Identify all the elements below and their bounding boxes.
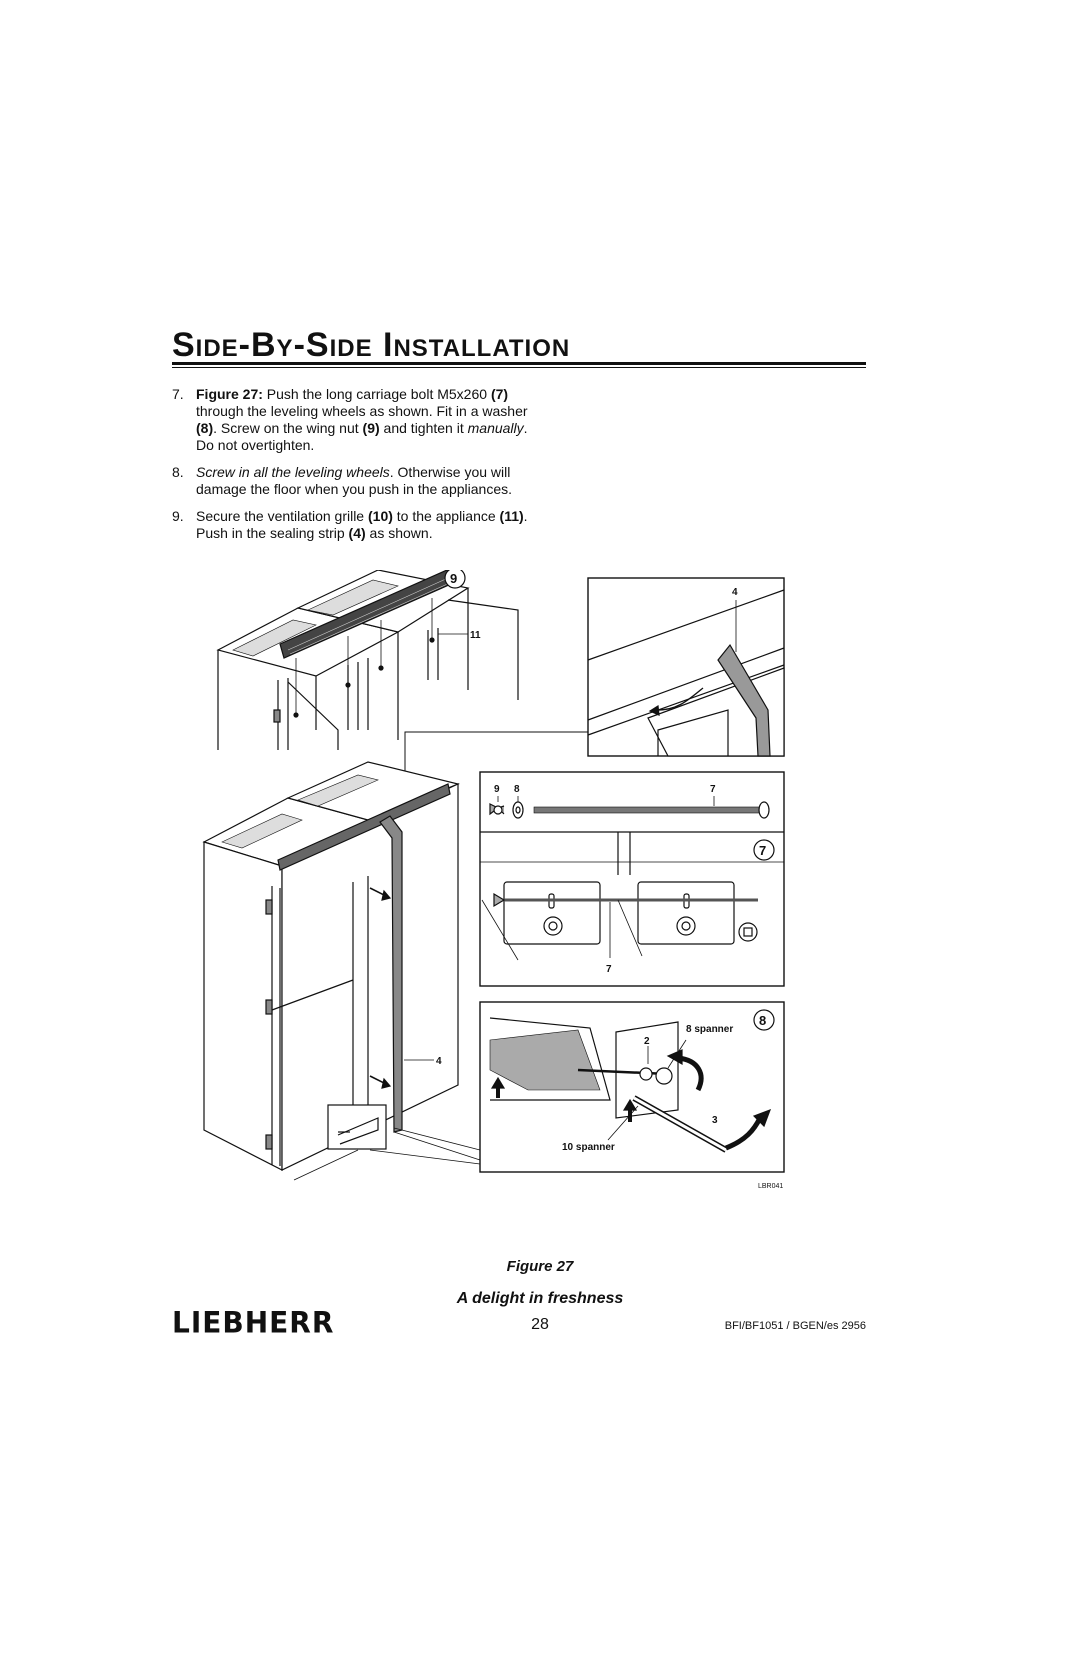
title-rule-thin xyxy=(172,367,866,368)
part-reference: (11) xyxy=(499,508,524,524)
instruction-list: 7. Figure 27: Push the long carriage bol… xyxy=(172,386,532,552)
callout-7-parts: 7 xyxy=(710,784,716,795)
step-number: 7. xyxy=(172,386,184,402)
step-text: as shown. xyxy=(365,525,433,541)
step-text: . Push in the sealing strip xyxy=(196,508,528,541)
part-reference: (8) xyxy=(196,420,214,436)
part-reference: (10) xyxy=(368,508,393,524)
step-text: Secure the ventilation grille xyxy=(196,508,368,524)
callout-2: 2 xyxy=(644,1036,650,1047)
step-text: . Do not overtighten. xyxy=(196,420,528,453)
step-item: 8. Screw in all the leveling wheels. Oth… xyxy=(172,464,532,498)
document-code: BFI/BF1051 / BGEN/es 2956 xyxy=(724,1320,866,1332)
page-number: 28 xyxy=(531,1316,549,1333)
callout-10-spanner: 10 spanner xyxy=(562,1142,615,1153)
callout-3: 3 xyxy=(712,1115,718,1126)
step-text: through the leveling wheels as shown. Fi… xyxy=(196,403,528,419)
callout-11: 11 xyxy=(470,630,481,641)
step-item: 9. Secure the ventilation grille (10) to… xyxy=(172,508,532,542)
callout-7-bottom: 7 xyxy=(606,964,612,975)
brand-logo: LIEBHERR xyxy=(172,1305,335,1340)
tagline: A delight in freshness xyxy=(456,1290,624,1307)
callout-9-parts: 9 xyxy=(494,784,500,795)
step-number: 8. xyxy=(172,464,184,480)
step-item: 7. Figure 27: Push the long carriage bol… xyxy=(172,386,532,454)
installation-figure: 10 9 11 4 xyxy=(202,570,785,1190)
part-reference: (9) xyxy=(362,420,380,436)
step-text: to the appliance xyxy=(392,508,500,524)
figure-code: LBR041 xyxy=(758,1183,783,1190)
step-text: . Otherwise you will damage the floor wh… xyxy=(196,464,512,497)
callout-4-left: 4 xyxy=(436,1056,442,1067)
figure-caption: Figure 27 xyxy=(506,1258,574,1275)
assembled-appliances-drawing xyxy=(202,761,481,1181)
step-text: and tighten it xyxy=(379,420,468,436)
part-reference: (4) xyxy=(348,525,366,541)
parts-detail xyxy=(479,771,785,987)
step-text: Push the long carriage bolt M5x260 xyxy=(262,386,491,402)
step-number: 9. xyxy=(172,508,184,524)
callout-8-parts: 8 xyxy=(514,784,520,795)
tightening-detail xyxy=(479,1001,785,1173)
callout-9-circle: 9 xyxy=(450,571,457,586)
part-reference: (7) xyxy=(490,386,509,402)
title-rule-thick xyxy=(172,362,866,365)
callout-8-circle: 8 xyxy=(759,1013,766,1028)
figure-reference: Figure 27: xyxy=(196,386,263,402)
page-title: Side-By-Side Installation xyxy=(172,326,571,364)
callout-7-circle: 7 xyxy=(759,843,766,858)
emphasis-text: manually xyxy=(467,420,524,436)
step-text: . Screw on the wing nut xyxy=(213,420,363,436)
callout-4-detail: 4 xyxy=(732,587,738,598)
callout-8-spanner: 8 spanner xyxy=(686,1024,733,1035)
top-appliances-drawing xyxy=(216,570,519,750)
sealing-strip-detail xyxy=(587,577,785,757)
emphasis-text: Screw in all the leveling wheels xyxy=(196,464,390,480)
